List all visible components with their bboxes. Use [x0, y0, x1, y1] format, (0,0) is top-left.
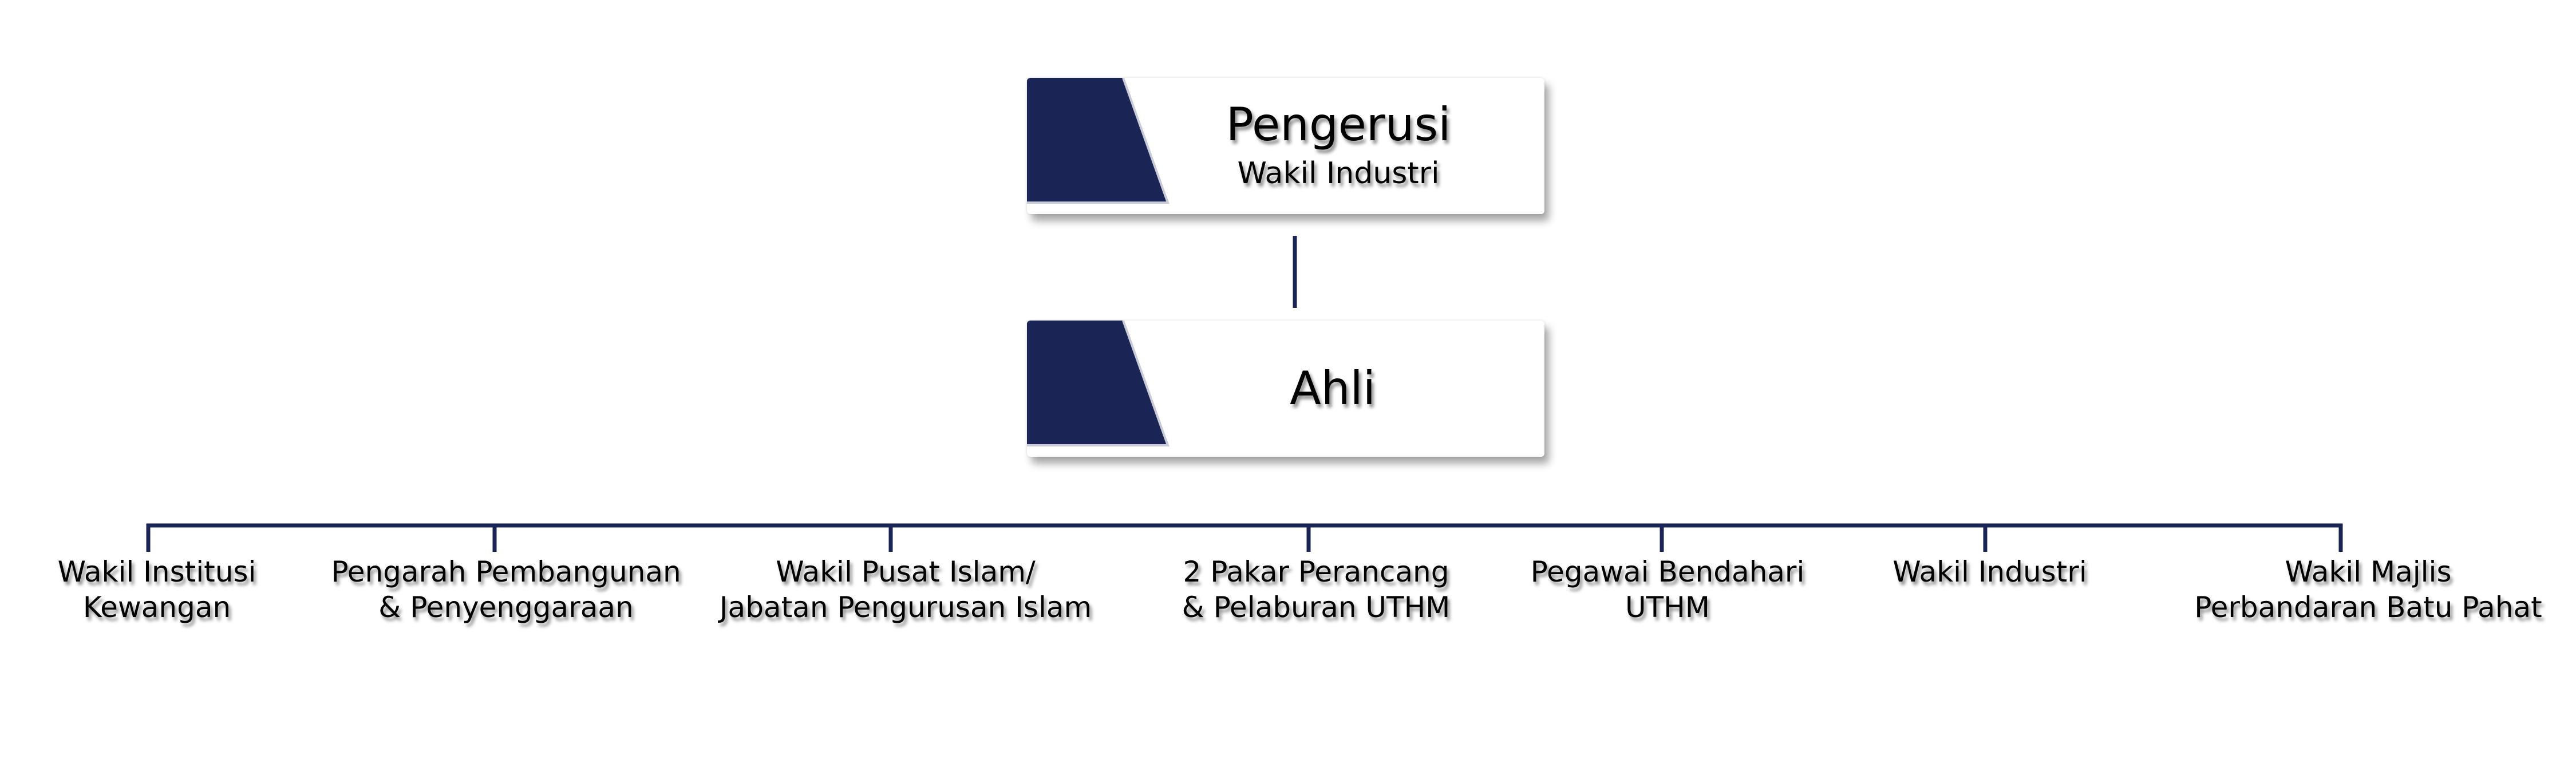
- member-line2: & Pelaburan UTHM: [1182, 591, 1451, 624]
- member-line1: 2 Pakar Perancang: [1183, 555, 1449, 588]
- members-box: Ahli: [1027, 321, 1544, 457]
- member-line2: Perbandaran Batu Pahat: [2194, 591, 2542, 624]
- member-line1: Pengarah Pembangunan: [331, 555, 681, 588]
- chair-subtitle: Wakil Industri: [1237, 156, 1440, 191]
- member-line2: Kewangan: [82, 591, 231, 624]
- member-line1: Wakil Industri: [1893, 555, 2087, 588]
- chair-title: Pengerusi: [1226, 98, 1451, 152]
- member-line1: Wakil Institusi: [57, 555, 256, 588]
- member-wakil-majlis-perbandaran: Wakil Majlis Perbandaran Batu Pahat: [2194, 554, 2542, 625]
- member-line1: Wakil Majlis: [2285, 555, 2452, 588]
- chair-box-accent: [1027, 78, 1544, 214]
- members-box-text: Ahli: [1155, 321, 1510, 457]
- members-box-accent: [1027, 321, 1544, 457]
- member-pakar-perancang: 2 Pakar Perancang & Pelaburan UTHM: [1182, 554, 1451, 625]
- member-line1: Wakil Pusat Islam/: [776, 555, 1036, 588]
- chair-box: Pengerusi Wakil Industri: [1027, 78, 1544, 214]
- member-line1: Pegawai Bendahari: [1530, 555, 1805, 588]
- member-wakil-industri: Wakil Industri: [1893, 554, 2087, 590]
- member-pegawai-bendahari: Pegawai Bendahari UTHM: [1531, 554, 1805, 625]
- member-wakil-institusi-kewangan: Wakil Institusi Kewangan: [58, 554, 256, 625]
- member-line2: & Penyenggaraan: [378, 591, 634, 624]
- member-line2: Jabatan Pengurusan Islam: [719, 591, 1092, 624]
- member-wakil-pusat-islam: Wakil Pusat Islam/ Jabatan Pengurusan Is…: [720, 554, 1092, 625]
- member-line2: UTHM: [1625, 591, 1710, 624]
- chair-box-text: Pengerusi Wakil Industri: [1132, 78, 1544, 214]
- member-pengarah-pembangunan: Pengarah Pembangunan & Penyenggaraan: [331, 554, 681, 625]
- members-title: Ahli: [1290, 362, 1376, 415]
